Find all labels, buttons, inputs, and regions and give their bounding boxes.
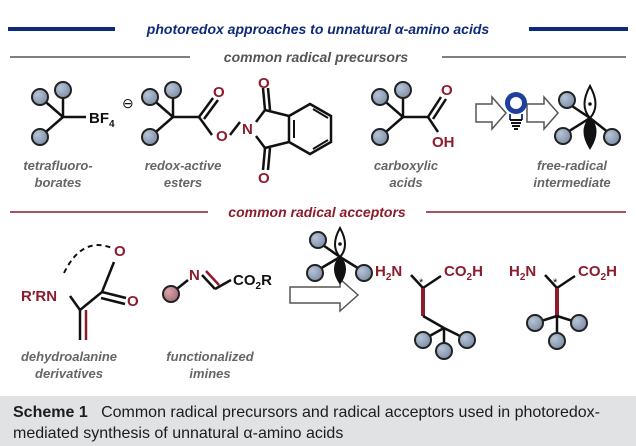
atom-label: R′RN (21, 288, 57, 305)
substituent-ball (164, 81, 182, 99)
atom-label: BF4 (89, 110, 115, 130)
label-dehydroalanine-1: dehydroalanine (21, 349, 117, 364)
atom-label: O (127, 293, 139, 310)
substituent-ball (306, 264, 324, 282)
substituent-ball (162, 285, 180, 303)
substituent-ball (603, 128, 621, 146)
substituent-ball (371, 128, 389, 146)
atom-label: O (216, 128, 228, 145)
stereo-star: * (553, 277, 558, 289)
substituent-ball (458, 331, 476, 349)
label-free-radical-1: free-radical (537, 158, 607, 173)
atom-label: O (258, 170, 270, 187)
label-dehydroalanine-2: derivatives (35, 366, 103, 381)
product-amino-acid-1: H2N CO2H * (375, 263, 483, 360)
charge-symbol: ⊖ (122, 95, 134, 111)
stereo-star: * (419, 277, 424, 289)
substituent-ball (558, 91, 576, 109)
carboxylic-acid-structure: O OH (371, 81, 455, 151)
substituent-ball (31, 88, 49, 106)
radical-reagent-structure (306, 225, 373, 285)
substituent-ball (394, 81, 412, 99)
label-carboxylic-2: acids (389, 175, 422, 190)
label-carboxylic-1: carboxylic (374, 158, 439, 173)
substituent-ball (141, 128, 159, 146)
substituent-ball (554, 127, 572, 145)
dehydroalanine-structure: R′RN O O (21, 243, 139, 340)
free-radical-structure (554, 83, 621, 150)
scheme-title: photoredox approaches to unnatural α-ami… (146, 21, 490, 37)
atom-label: CO2R (233, 272, 272, 292)
atom-label: N (242, 121, 253, 138)
label-free-radical-2: intermediate (533, 175, 610, 190)
tetrafluoroborate-structure: BF4 ⊖ (31, 81, 134, 146)
atom-label: H2N (509, 263, 536, 283)
label-tetrafluoroborates-2: borates (35, 175, 82, 190)
substituent-ball (355, 264, 373, 282)
section-acceptors: common radical acceptors (228, 204, 406, 220)
label-redox-esters-1: redox-active (145, 158, 222, 173)
atom-label: O (213, 84, 225, 101)
caption-label: Scheme 1 (13, 404, 88, 421)
substituent-ball (141, 88, 159, 106)
substituent-ball (31, 128, 49, 146)
atom-label: CO2H (578, 263, 617, 283)
substituent-ball (570, 314, 588, 332)
photo-arrow (475, 95, 559, 131)
label-imines-2: imines (189, 366, 230, 381)
label-tetrafluoroborates-1: tetrafluoro- (23, 158, 92, 173)
label-redox-esters-2: esters (164, 175, 202, 190)
substituent-ball (548, 332, 566, 350)
substituent-ball (414, 331, 432, 349)
substituent-ball (309, 231, 327, 249)
scheme-caption: Scheme 1 Common radical precursors and r… (0, 396, 636, 446)
reaction-arrow (289, 277, 360, 313)
light-bulb-icon (505, 92, 527, 130)
atom-label: N (189, 267, 200, 284)
label-imines-1: functionalized (166, 349, 254, 364)
atom-label: H2N (375, 263, 402, 283)
atom-label: O (258, 75, 270, 92)
atom-label: O (441, 82, 453, 99)
atom-label: CO2H (444, 263, 483, 283)
atom-label: O (114, 243, 126, 260)
substituent-ball (435, 342, 453, 360)
redox-active-ester-structure: O O N O O (141, 75, 333, 187)
caption-text: Common radical precursors and radical ac… (13, 404, 600, 442)
atom-label: OH (432, 134, 455, 151)
substituent-ball (54, 81, 72, 99)
product-amino-acid-2: H2N CO2H * (509, 263, 617, 350)
imine-structure: N CO2R (162, 267, 272, 303)
section-precursors: common radical precursors (224, 49, 409, 65)
substituent-ball (526, 314, 544, 332)
substituent-ball (371, 88, 389, 106)
